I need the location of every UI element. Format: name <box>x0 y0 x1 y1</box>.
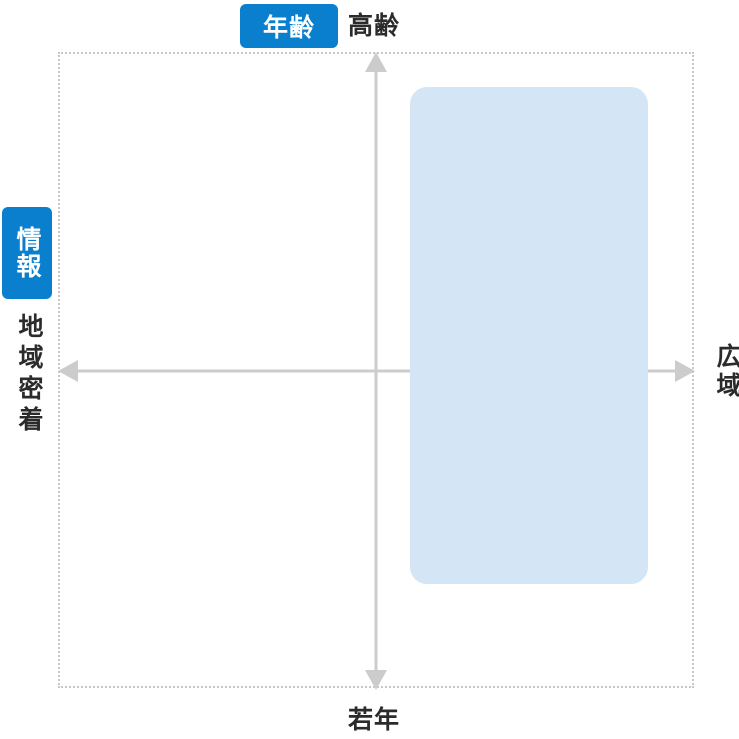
vertical-axis-top-label: 高齢 <box>348 11 401 40</box>
arrow-right-icon <box>675 360 695 382</box>
horizontal-axis-right-label: 広域 <box>713 343 739 401</box>
arrow-down-icon <box>365 670 387 690</box>
highlight-region <box>410 87 648 584</box>
arrow-up-icon <box>365 52 387 72</box>
arrow-left-icon <box>58 360 78 382</box>
horizontal-axis-category-badge: 情報 <box>2 207 52 299</box>
vertical-axis-category-badge: 年齢 <box>240 4 338 48</box>
vertical-axis-category-label: 年齢 <box>262 13 315 42</box>
vertical-axis-bottom-label: 若年 <box>348 705 401 734</box>
horizontal-axis-category-label: 情報 <box>13 226 42 280</box>
horizontal-axis-left-label: 地域密着 <box>15 313 44 437</box>
